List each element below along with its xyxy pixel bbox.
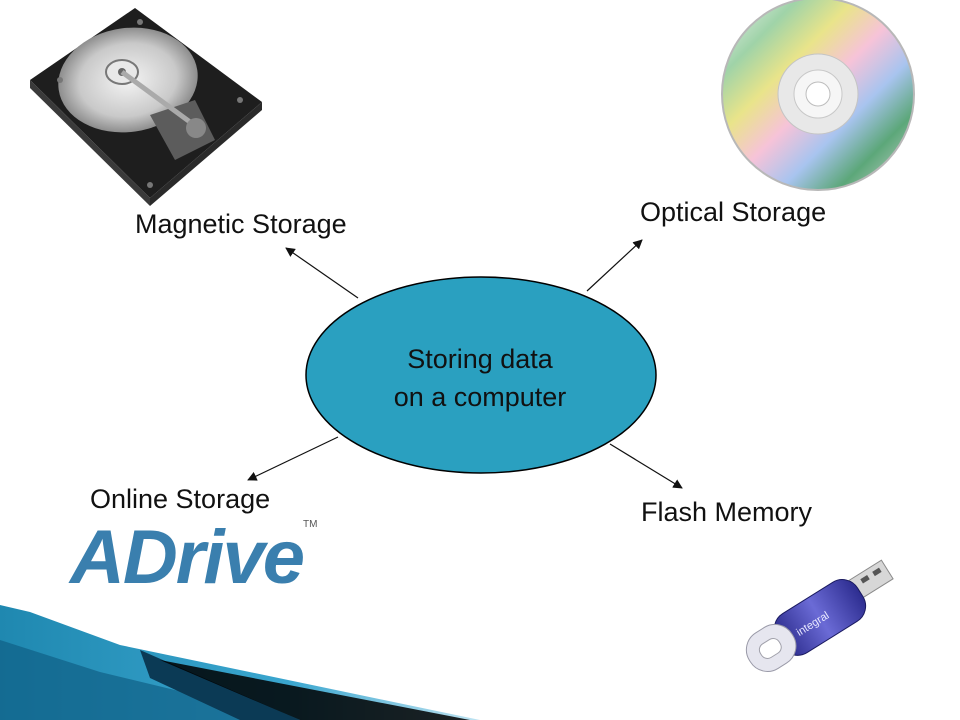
arrow-to-magnetic bbox=[285, 247, 359, 299]
center-ellipse bbox=[305, 276, 657, 474]
footer-band bbox=[0, 605, 480, 720]
adrive-logo-text: ADrive bbox=[70, 515, 305, 600]
arrow-to-optical bbox=[586, 239, 643, 292]
label-online-storage: Online Storage bbox=[90, 484, 271, 514]
hard-drive-image bbox=[30, 8, 262, 206]
label-flash-memory: Flash Memory bbox=[641, 497, 813, 527]
center-text-line2: on a computer bbox=[393, 382, 567, 412]
arrow-to-online bbox=[247, 436, 339, 481]
center-text-line1: Storing data bbox=[407, 344, 553, 374]
center-text: Storing data on a computer bbox=[300, 340, 660, 416]
usb-flash-drive-image: integral bbox=[745, 559, 894, 672]
adrive-logo-tm: TM bbox=[303, 519, 318, 530]
label-magnetic-storage: Magnetic Storage bbox=[135, 209, 347, 239]
arrow-to-flash bbox=[609, 443, 683, 489]
cd-disc-image bbox=[721, 0, 915, 191]
adrive-logo: ADriveTM bbox=[70, 520, 317, 596]
label-optical-storage: Optical Storage bbox=[640, 197, 827, 227]
